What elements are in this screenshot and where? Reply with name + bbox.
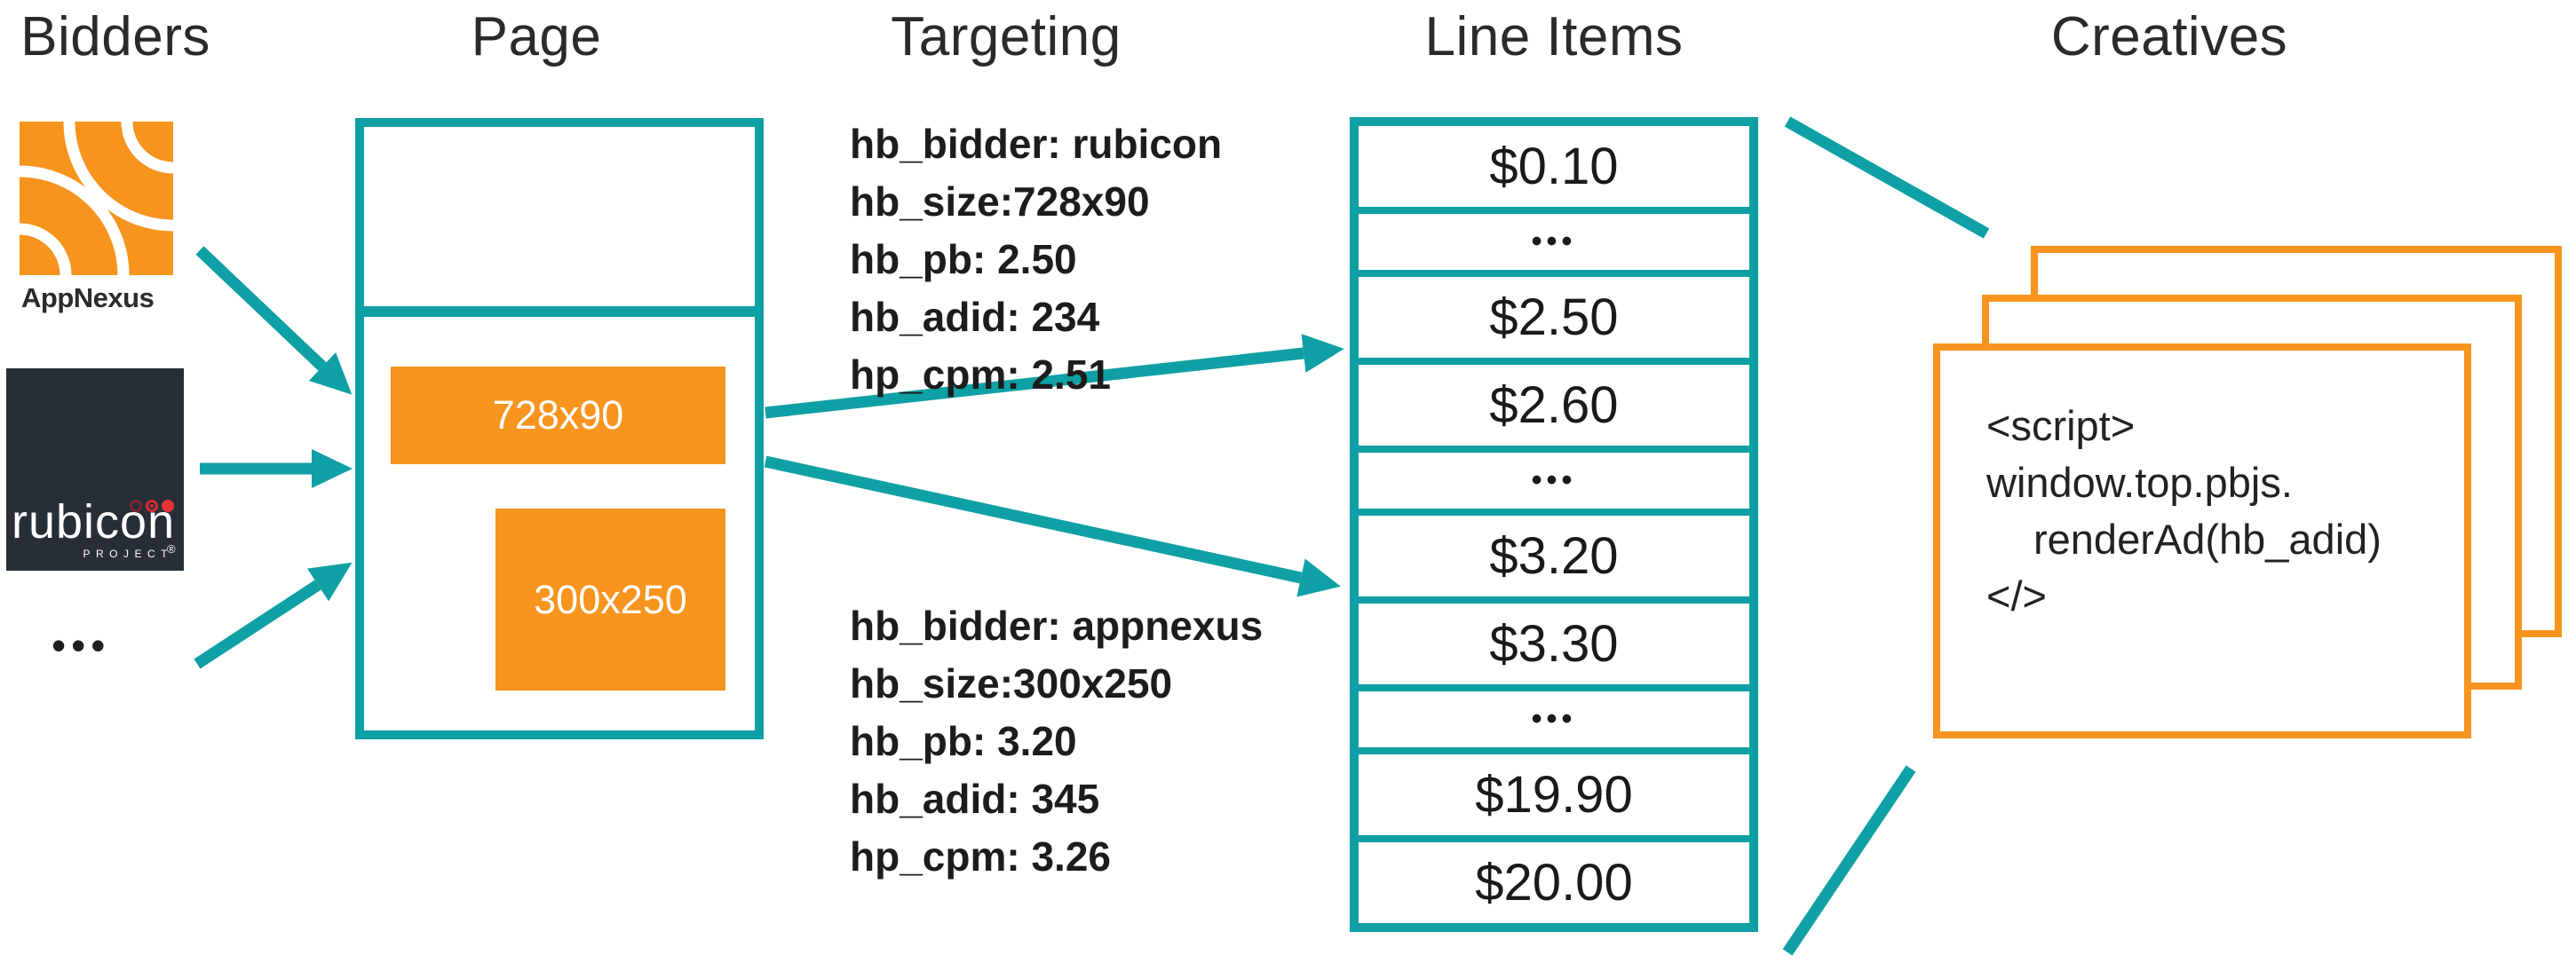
page-column-title: Page (471, 6, 602, 67)
targeting-line: hb_pb: 3.20 (850, 718, 1077, 764)
line-item-row: $3.30 (1359, 604, 1749, 684)
rubicon-project-label: PROJECT (83, 548, 173, 560)
targeting-line: hb_size:300x250 (850, 660, 1173, 706)
code-line: </> (1986, 572, 2047, 620)
code-line: <script> (1986, 402, 2136, 449)
page-header-divider (364, 306, 755, 317)
rubicon-registered-mark: ® (167, 542, 176, 556)
row-divider (1359, 509, 1749, 516)
row-divider (1359, 446, 1749, 453)
rubicon-logo-dots-icon (130, 500, 174, 512)
page-wireframe: 728x90 300x250 (355, 118, 764, 739)
targeting-line: hb_adid: 345 (850, 776, 1100, 822)
targeting-block-appnexus: hb_bidder: appnexus hb_size:300x250 hb_p… (850, 597, 1263, 886)
rubicon-project-logo: rubicon ® PROJECT (6, 368, 184, 571)
row-divider (1359, 596, 1749, 604)
appnexus-label: AppNexus (21, 282, 155, 313)
row-divider (1359, 835, 1749, 842)
creative-card-front: <script> window.top.pbjs. renderAd(hb_ad… (1933, 343, 2471, 738)
code-line: window.top.pbjs. (1986, 459, 2293, 506)
creative-script-snippet: <script> window.top.pbjs. renderAd(hb_ad… (1940, 351, 2464, 625)
connector-line-items-top-to-creatives (1784, 116, 1990, 239)
row-divider (1359, 207, 1749, 214)
line-item-row: $2.60 (1359, 365, 1749, 446)
targeting-line: hb_size:728x90 (850, 178, 1150, 225)
bidders-column-title: Bidders (20, 6, 210, 67)
targeting-line: hp_cpm: 2.51 (850, 351, 1111, 398)
targeting-line: hp_cpm: 3.26 (850, 833, 1111, 880)
code-line: renderAd(hb_adid) (2033, 516, 2382, 563)
targeting-block-rubicon: hb_bidder: rubicon hb_size:728x90 hb_pb:… (850, 115, 1222, 404)
line-item-row: ••• (1359, 214, 1749, 270)
connector-line-items-bottom-to-creatives (1782, 765, 1916, 956)
targeting-line: hb_bidder: appnexus (850, 603, 1264, 649)
line-item-row: ••• (1359, 691, 1749, 747)
line-items-column-title: Line Items (1424, 6, 1684, 67)
line-item-row: $19.90 (1359, 754, 1749, 835)
rubicon-wordmark: rubicon (12, 495, 176, 549)
ad-slot-300x250: 300x250 (495, 509, 725, 691)
targeting-line: hb_adid: 234 (850, 294, 1100, 340)
creatives-column-title: Creatives (2050, 6, 2288, 67)
row-divider (1359, 270, 1749, 277)
targeting-line: hb_bidder: rubicon (850, 121, 1223, 167)
row-divider (1359, 358, 1749, 365)
more-bidders-ellipsis: ••• (52, 622, 111, 668)
arrow-other-bidders-to-page (194, 562, 353, 669)
targeting-line: hb_pb: 2.50 (850, 236, 1077, 282)
line-item-row: $20.00 (1359, 842, 1749, 923)
row-divider (1359, 747, 1749, 754)
row-divider (1359, 684, 1749, 691)
line-item-row: $2.50 (1359, 277, 1749, 358)
line-item-row: ••• (1359, 453, 1749, 509)
arrow-appnexus-to-page (195, 246, 353, 395)
line-item-row: $3.20 (1359, 516, 1749, 596)
line-item-row: $0.10 (1359, 126, 1749, 207)
ad-slot-728x90: 728x90 (391, 367, 725, 464)
arrow-300x250-to-line-item (764, 455, 1341, 597)
appnexus-logo-icon (20, 122, 173, 275)
targeting-column-title: Targeting (891, 6, 1122, 67)
line-items-table: $0.10 ••• $2.50 $2.60 ••• $3.20 $3.30 ••… (1350, 117, 1758, 932)
